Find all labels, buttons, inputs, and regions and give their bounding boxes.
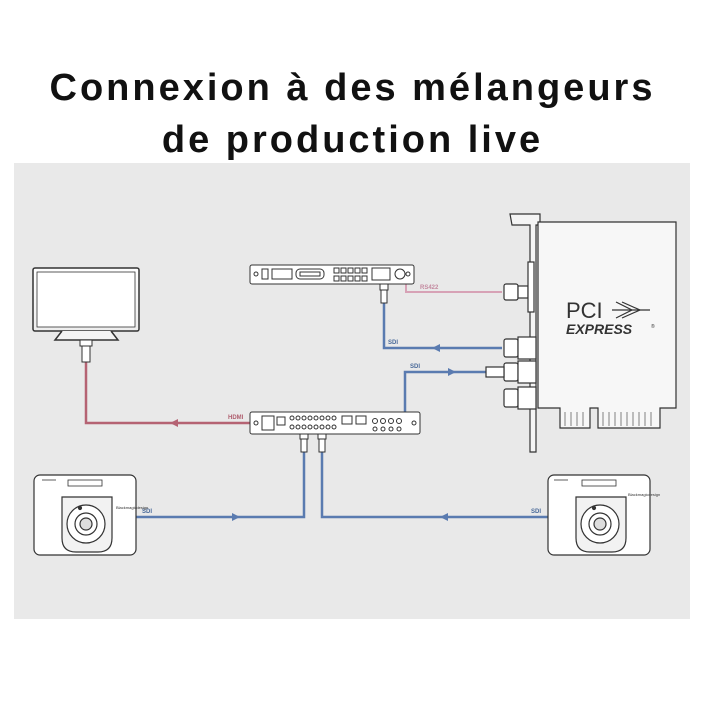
sdi-card-out-label: SDI [410,364,420,370]
page-title: Connexion à des mélangeurs de production… [0,62,705,166]
sdi-left-camera-label: SDI [142,509,152,515]
sdi-arrow-right-camera [440,513,448,521]
sdi-cable-card-to-deck [382,303,502,350]
hdmi-label: HDMI [228,415,244,421]
sdi-deck-label: SDI [388,340,398,346]
rs422-cable [405,282,502,293]
pci-logo-chevron-icon [612,301,650,319]
sdi-arrow-card-to-deck [432,344,440,352]
hdmi-arrow [170,419,178,427]
hdmi-cable [84,362,250,425]
sdi-cable-left-camera [124,452,306,519]
broadcast-deck-icon [249,264,415,304]
tv-monitor-icon [32,267,140,363]
pci-express-card-icon: PCI EXPRESS ® [485,213,677,453]
pci-logo-line1: PCI [566,298,603,323]
sdi-cable-right-camera [320,452,548,519]
sdi-arrow-left-camera [232,513,240,521]
sdi-arrow-switcher-to-card [448,368,456,376]
title-line-1: Connexion à des mélangeurs [49,67,656,109]
sdi-right-camera-label: SDI [531,509,541,515]
title-line-2: de production live [161,119,544,161]
rs422-label: RS422 [420,285,439,291]
left-studio-camera-icon: Blackmagicdesign [33,474,148,556]
sdi-cable-switcher-to-card [403,370,488,412]
svg-text:Blackmagicdesign: Blackmagicdesign [628,492,660,497]
pci-logo-line2: EXPRESS [566,321,633,337]
pci-logo-registered: ® [651,323,655,330]
svg-text:Blackmagicdesign: Blackmagicdesign [116,505,148,510]
right-studio-camera-icon: Blackmagicdesign [547,474,660,556]
production-switcher-icon [249,411,421,453]
